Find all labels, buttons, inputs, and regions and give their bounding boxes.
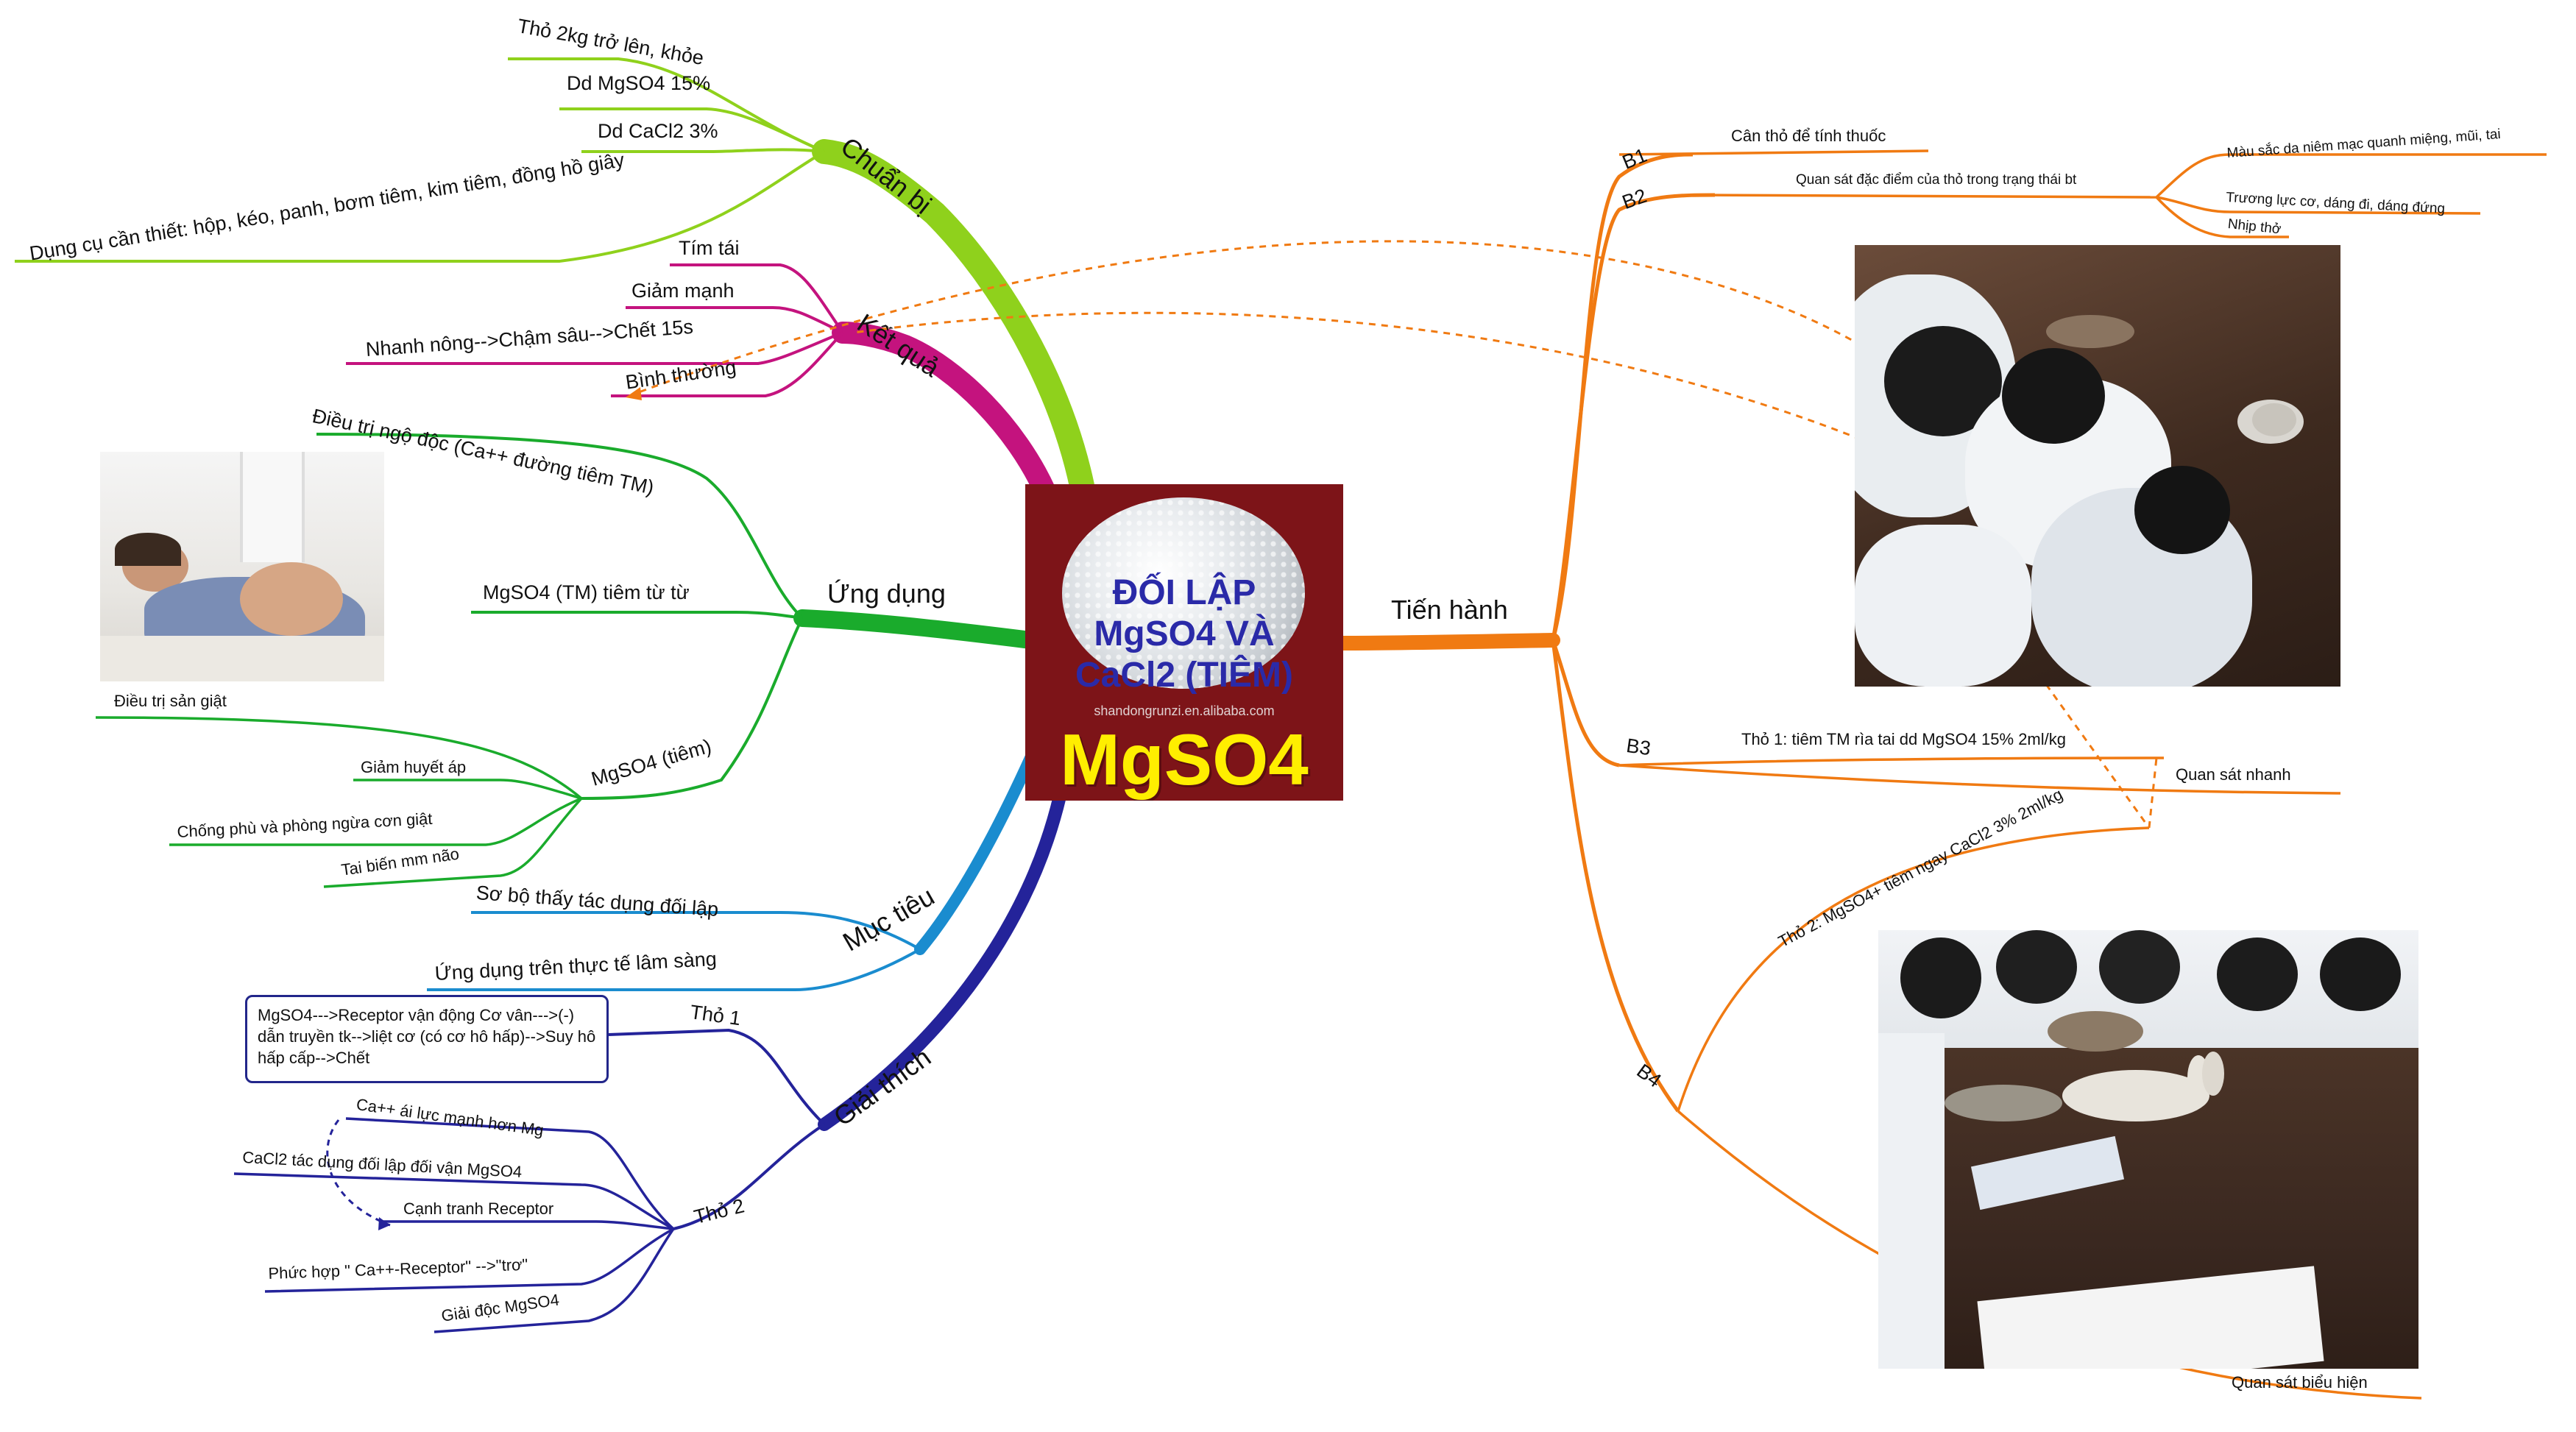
branch-ket-qua bbox=[832, 322, 1056, 503]
ket-qua-item-2[interactable]: Giảm mạnh bbox=[631, 280, 735, 302]
central-topic-image[interactable]: ĐỐI LẬP MgSO4 VÀ CaCl2 (TIÊM) shandongru… bbox=[1025, 484, 1343, 801]
center-title-line2: MgSO4 VÀ bbox=[1094, 614, 1275, 653]
branch-muc-tieu bbox=[914, 752, 1036, 955]
giai-thich-tho1-note[interactable]: MgSO4--->Receptor vận động Cơ vân--->(-)… bbox=[245, 995, 609, 1083]
tien-hanh-b4-sub[interactable]: Quan sát biểu hiện bbox=[2232, 1373, 2368, 1392]
ung-dung-item-2[interactable]: MgSO4 (TM) tiêm từ từ bbox=[483, 581, 690, 603]
pregnant-woman-photo bbox=[100, 452, 384, 681]
chuan-bi-item-3[interactable]: Dd CaCl2 3% bbox=[598, 120, 718, 142]
chuan-bi-item-2[interactable]: Dd MgSO4 15% bbox=[567, 72, 711, 94]
ung-dung-sub-item-1[interactable]: Điều trị sản giật bbox=[114, 692, 227, 710]
branch-ung-dung bbox=[793, 609, 1039, 649]
center-watermark: shandongrunzi.en.alibaba.com bbox=[1094, 703, 1275, 718]
lab-students-photo-2 bbox=[1878, 930, 2418, 1369]
branch-chuan-bi bbox=[812, 139, 1094, 498]
branch-tien-hanh bbox=[1336, 633, 1560, 651]
center-title-line3: CaCl2 (TIÊM) bbox=[1075, 656, 1293, 695]
center-big-label: MgSO4 bbox=[1060, 719, 1309, 800]
ket-qua-item-1[interactable]: Tím tái bbox=[679, 237, 740, 259]
tien-hanh-b3-item[interactable]: Thỏ 1: tiêm TM rìa tai dd MgSO4 15% 2ml/… bbox=[1741, 730, 2066, 748]
lab-students-photo-1 bbox=[1855, 245, 2340, 687]
branch-label-ung-dung[interactable]: Ứng dụng bbox=[827, 578, 946, 609]
tien-hanh-b1-item[interactable]: Cân thỏ để tính thuốc bbox=[1731, 127, 1886, 145]
giai-thich-tho2-item-3[interactable]: Cạnh tranh Receptor bbox=[403, 1199, 554, 1218]
tien-hanh-b3-label[interactable]: B3 bbox=[1624, 734, 1652, 760]
center-title-line1: ĐỐI LẬP bbox=[1112, 573, 1256, 612]
tien-hanh-b3-sub[interactable]: Quan sát nhanh bbox=[2176, 765, 2291, 784]
tien-hanh-b2-item[interactable]: Quan sát đặc điểm của thỏ trong trạng th… bbox=[1796, 172, 2077, 188]
branch-giai-thich bbox=[818, 790, 1066, 1131]
ung-dung-sub-item-2[interactable]: Giảm huyết áp bbox=[361, 758, 467, 776]
branch-label-tien-hanh[interactable]: Tiến hành bbox=[1391, 595, 1508, 625]
